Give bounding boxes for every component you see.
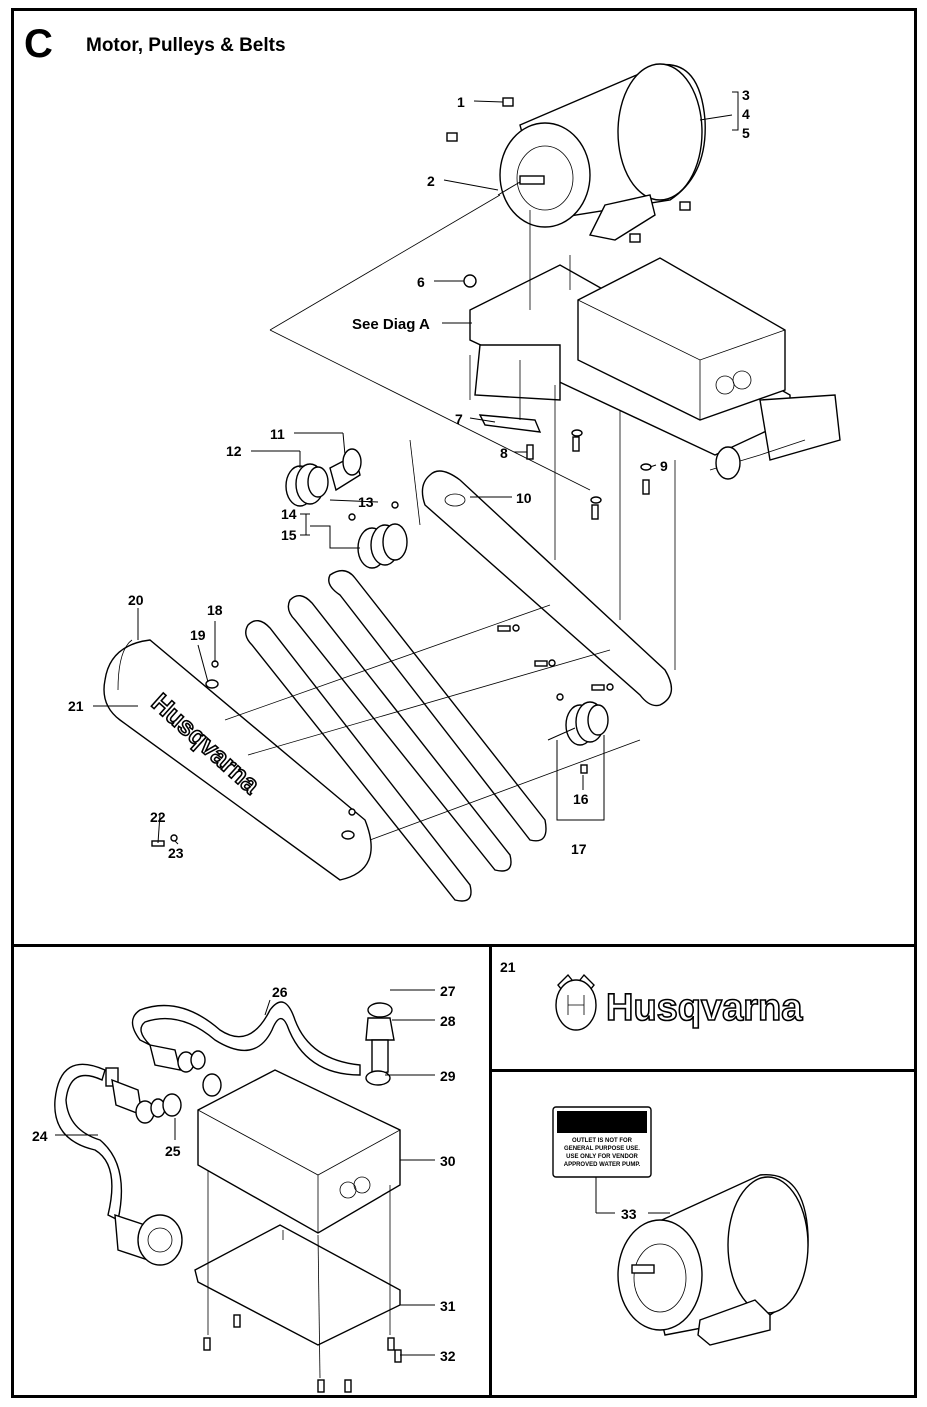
replacement-motor: [617, 1174, 809, 1346]
callout-16: 16: [573, 791, 589, 807]
callout-4: 4: [742, 106, 750, 122]
callout-12: 12: [226, 443, 242, 459]
alignment-lines: [269, 194, 591, 526]
callout-20: 20: [128, 592, 144, 608]
decal-line-4: APPROVED WATER PUMP.: [564, 1162, 641, 1168]
callout-21: 21: [68, 698, 84, 714]
decal-line-1: OUTLET IS NOT FOR: [572, 1138, 633, 1144]
section-letter: C: [24, 22, 53, 66]
callout-6: 6: [417, 274, 425, 290]
warning-decal: OUTLET IS NOT FOR GENERAL PURPOSE USE. U…: [552, 1106, 652, 1178]
callout-10: 10: [516, 490, 532, 506]
callout-11: 11: [270, 426, 285, 442]
callout-22: 22: [150, 809, 166, 825]
belt-cover: Husqvarna: [103, 639, 372, 881]
cord-fittings: [111, 1044, 222, 1124]
callout-1: 1: [457, 94, 465, 110]
callout-19: 19: [190, 627, 206, 643]
box-cover-plate: [194, 1224, 401, 1346]
callout-9: 9: [660, 458, 668, 474]
callout-14: 14: [281, 506, 297, 522]
mounting-frame: [469, 257, 841, 480]
husqvarna-crown-logo: [555, 973, 597, 1031]
callout-29: 29: [440, 1068, 456, 1084]
decal-line-3: USE ONLY FOR VENDOR: [566, 1154, 638, 1160]
callout-23: 23: [168, 845, 184, 861]
box-screws: [203, 1170, 402, 1393]
callout-leaders: [93, 91, 739, 845]
wiring-leaders: [55, 989, 435, 1356]
motor-pulley: [285, 448, 362, 507]
callout-26: 26: [272, 984, 288, 1000]
bolts-and-washers: [151, 97, 691, 847]
callout-13: 13: [358, 494, 374, 510]
callout-3: 3: [742, 87, 750, 103]
power-cord: [54, 1063, 183, 1266]
callout-18: 18: [207, 602, 223, 618]
callout-24: 24: [32, 1128, 48, 1144]
callout-17: 17: [571, 841, 587, 857]
page-title: Motor, Pulleys & Belts: [86, 35, 286, 56]
callout-30: 30: [440, 1153, 456, 1169]
logo-panel-callout: 21: [500, 959, 516, 975]
callout-28: 28: [440, 1013, 456, 1029]
callout-7: 7: [455, 411, 463, 427]
decal-line-2: GENERAL PURPOSE USE.: [564, 1146, 640, 1152]
guide-lines: [224, 355, 676, 841]
callout-25: 25: [165, 1143, 181, 1159]
drive-belts: [245, 570, 547, 902]
motor: [497, 63, 706, 241]
callout-2: 2: [427, 173, 435, 189]
callout-32: 32: [440, 1348, 456, 1364]
driven-pulley: [547, 693, 609, 774]
callout-31: 31: [440, 1298, 456, 1314]
logo-panel-brand: Husqvarna: [606, 987, 803, 1029]
callout-5: 5: [742, 125, 750, 141]
callout-33: 33: [621, 1206, 637, 1222]
see-diag-a-note: See Diag A: [352, 316, 430, 333]
callout-8: 8: [500, 445, 508, 461]
motor-decal-frame: [489, 1069, 917, 1398]
callout-27: 27: [440, 983, 456, 999]
jackshaft-pulley: [348, 501, 408, 569]
pump-cord: [131, 1001, 395, 1086]
bracket-7: [478, 414, 542, 433]
idler-arm: [421, 470, 673, 707]
junction-box: [197, 1069, 401, 1234]
callout-15: 15: [281, 527, 297, 543]
